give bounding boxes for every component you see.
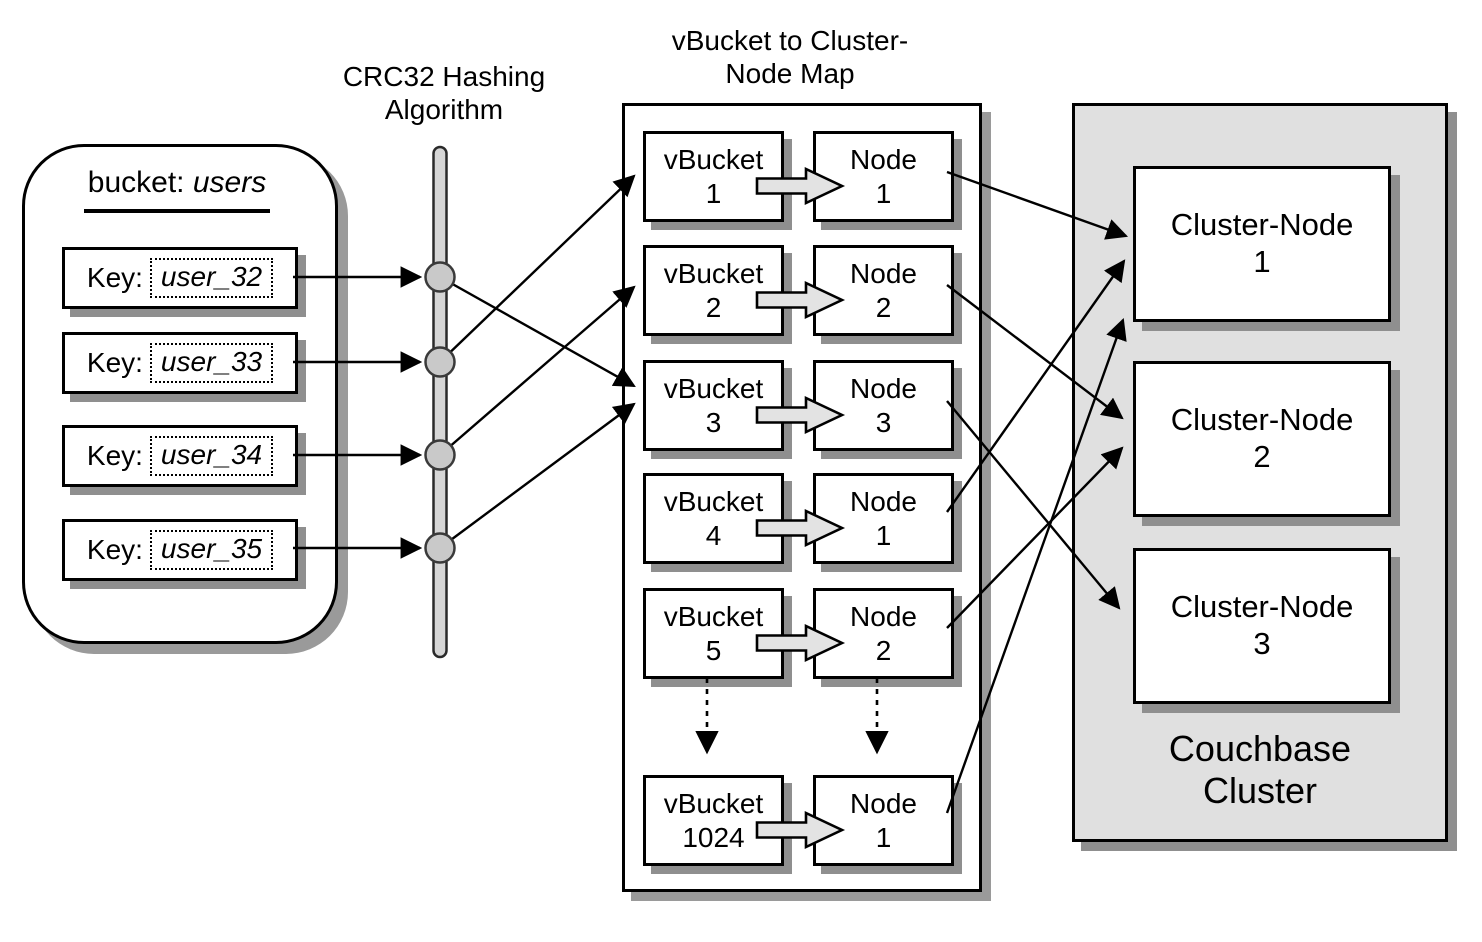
- node-box-1024: Node 1: [813, 775, 954, 866]
- cluster-node-number: 3: [1253, 626, 1271, 661]
- vbucket-number: 2: [705, 291, 722, 323]
- vbucket-box-2: vBucket 2: [643, 245, 784, 336]
- bucket-title-prefix: bucket:: [87, 166, 185, 199]
- map-title: vBucket to Cluster- Node Map: [600, 24, 980, 90]
- arrow-hash-to-vbucket2: [439, 285, 636, 456]
- cluster-caption: Couchbase Cluster: [1075, 728, 1445, 813]
- key-label: Key:: [86, 440, 143, 471]
- vbucket-label: vBucket: [663, 373, 764, 405]
- vbucket-box-3: vBucket 3: [643, 360, 784, 451]
- vbucket-label: vBucket: [663, 144, 764, 176]
- node-label: Node: [850, 601, 917, 633]
- bucket-title-value: users: [192, 166, 267, 199]
- hash-title-line2: Algorithm: [384, 94, 504, 126]
- key-box-user-35: Key: user_35: [62, 519, 298, 581]
- key-value: user_33: [149, 343, 274, 383]
- node-number: 1: [875, 519, 892, 551]
- node-box-5: Node 2: [813, 588, 954, 679]
- key-label: Key:: [86, 534, 143, 565]
- key-box-user-34: Key: user_34: [62, 425, 298, 487]
- vbucket-box-1024: vBucket 1024: [643, 775, 784, 866]
- arrow-hash-to-vbucket3-b: [439, 402, 636, 549]
- vbucket-number: 5: [705, 634, 722, 666]
- node-label: Node: [850, 258, 917, 290]
- key-value: user_35: [149, 530, 274, 570]
- arrow-hash-to-vbucket3-a: [439, 275, 636, 388]
- cluster-node-2: Cluster-Node 2: [1133, 361, 1391, 517]
- vbucket-map-container: vBucket 1 Node 1 vBucket 2 Node 2 vBucke…: [622, 103, 982, 892]
- hash-points: [424, 261, 456, 564]
- key-value: user_34: [149, 436, 274, 476]
- key-box-user-33: Key: user_33: [62, 332, 298, 394]
- hash-point-user33: [424, 346, 456, 378]
- vbucket-box-4: vBucket 4: [643, 473, 784, 564]
- node-label: Node: [850, 788, 917, 820]
- cluster-node-1: Cluster-Node 1: [1133, 166, 1391, 322]
- hash-point-user32: [424, 261, 456, 293]
- vbucket-box-5: vBucket 5: [643, 588, 784, 679]
- node-label: Node: [850, 373, 917, 405]
- node-box-4: Node 1: [813, 473, 954, 564]
- node-label: Node: [850, 486, 917, 518]
- key-box-user-32: Key: user_32: [62, 247, 298, 309]
- map-title-line1: vBucket to Cluster-: [671, 25, 909, 56]
- key-label: Key:: [86, 262, 143, 293]
- cluster-node-label: Cluster-Node: [1170, 402, 1354, 438]
- vbucket-number: 1024: [682, 821, 745, 853]
- cluster-node-number: 1: [1253, 244, 1271, 279]
- node-number: 3: [875, 406, 892, 438]
- node-box-3: Node 3: [813, 360, 954, 451]
- vbucket-box-1: vBucket 1: [643, 131, 784, 222]
- cluster-caption-line1: Couchbase: [1168, 728, 1352, 769]
- vbucket-label: vBucket: [663, 486, 764, 518]
- cluster-caption-line2: Cluster: [1202, 770, 1318, 812]
- node-box-1: Node 1: [813, 131, 954, 222]
- vbucket-number: 3: [705, 406, 722, 438]
- couchbase-cluster-container: Cluster-Node 1 Cluster-Node 2 Cluster-No…: [1072, 103, 1448, 842]
- vbucket-number: 1: [705, 177, 722, 209]
- node-number: 1: [875, 821, 892, 853]
- hash-to-vbucket-arrows: [439, 174, 636, 549]
- hash-title: CRC32 Hashing Algorithm: [330, 60, 558, 126]
- node-box-2: Node 2: [813, 245, 954, 336]
- node-number: 1: [875, 177, 892, 209]
- hash-point-user34: [424, 439, 456, 471]
- cluster-node-number: 2: [1253, 439, 1271, 474]
- cluster-node-label: Cluster-Node: [1170, 589, 1354, 625]
- bucket-title: bucket: users: [22, 166, 332, 213]
- vbucket-label: vBucket: [663, 258, 764, 290]
- node-label: Node: [850, 144, 917, 176]
- node-number: 2: [875, 634, 892, 666]
- hash-point-user35: [424, 532, 456, 564]
- vbucket-number: 4: [705, 519, 722, 551]
- hash-bar: [432, 145, 448, 659]
- vbucket-label: vBucket: [663, 601, 764, 633]
- key-value: user_32: [149, 258, 274, 298]
- cluster-node-label: Cluster-Node: [1170, 207, 1354, 243]
- map-title-line2: Node Map: [725, 58, 855, 90]
- key-label: Key:: [86, 347, 143, 378]
- vbucket-label: vBucket: [663, 788, 764, 820]
- node-number: 2: [875, 291, 892, 323]
- arrow-hash-to-vbucket1: [439, 174, 636, 363]
- hash-title-line1: CRC32 Hashing: [342, 61, 546, 92]
- cluster-node-3: Cluster-Node 3: [1133, 548, 1391, 704]
